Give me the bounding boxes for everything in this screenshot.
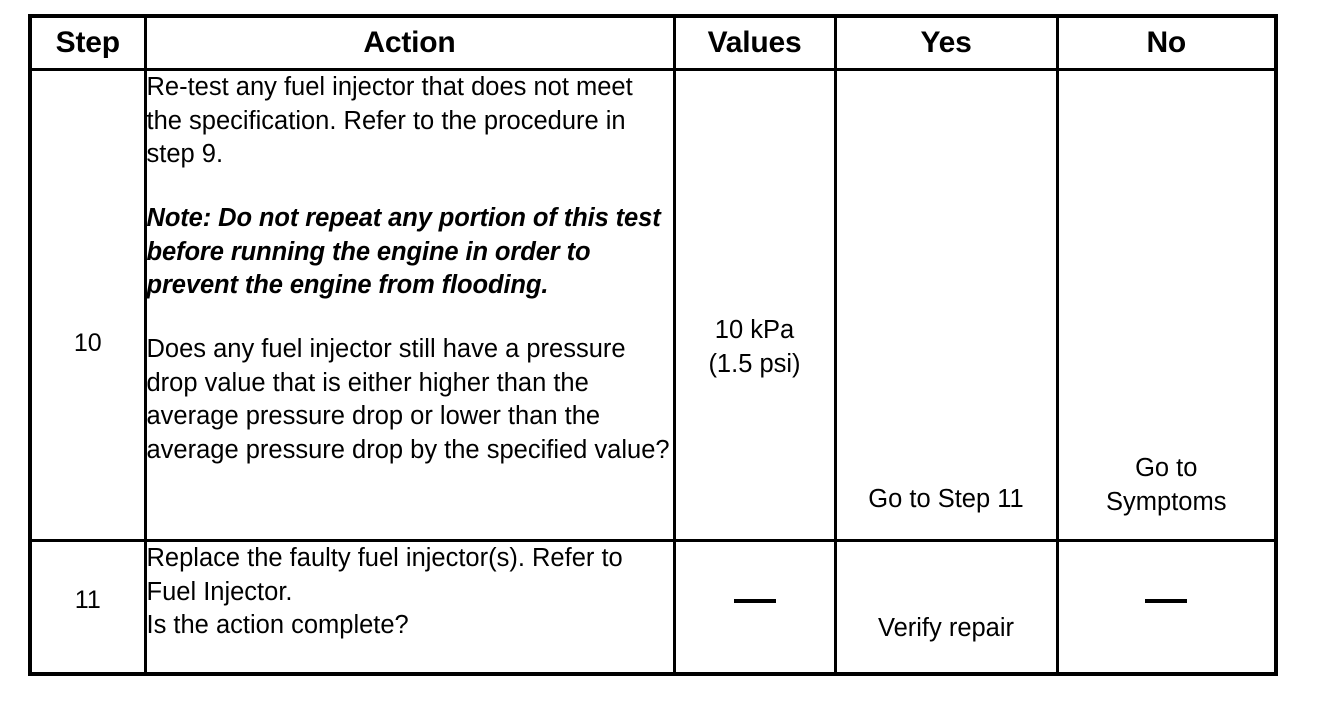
- cell-no: [1055, 539, 1278, 676]
- paragraph-spacer: [147, 172, 673, 202]
- no-action-group: Go to Symptoms: [1059, 451, 1275, 520]
- cell-step-number: 10: [28, 68, 147, 542]
- no-action-line-2: Symptoms: [1106, 488, 1227, 517]
- table-header-row: Step Action Values Yes No: [28, 14, 1278, 71]
- values-empty-marker: [676, 584, 834, 617]
- cell-values: [672, 539, 837, 676]
- action-note: Note: Do not repeat any portion of this …: [146, 203, 661, 300]
- cell-no: Go to Symptoms: [1055, 68, 1278, 542]
- cell-yes: Verify repair: [833, 539, 1059, 676]
- value-metric: 10 kPa: [714, 316, 795, 344]
- column-header-yes: Yes: [833, 14, 1059, 71]
- column-header-action: Action: [143, 14, 676, 71]
- table-row: 10 Re-test any fuel injector that does n…: [28, 68, 1278, 542]
- cell-action: Replace the faulty fuel injector(s). Ref…: [143, 539, 676, 676]
- step-number: 10: [73, 329, 102, 357]
- action-question: Does any fuel injector still have a pres…: [146, 334, 670, 464]
- cell-yes: Go to Step 11: [833, 68, 1059, 542]
- step-number: 11: [74, 586, 101, 614]
- em-dash-icon: [1145, 599, 1188, 604]
- yes-action: Verify repair: [877, 614, 1015, 642]
- diagnostic-steps-table: Step Action Values Yes No 10 Re-test any…: [28, 14, 1278, 676]
- column-header-no: No: [1055, 14, 1278, 71]
- column-header-step: Step: [28, 14, 147, 71]
- cell-values: 10 kPa (1.5 psi): [672, 68, 837, 542]
- values-group: 10 kPa (1.5 psi): [676, 313, 834, 382]
- em-dash-icon: [733, 599, 776, 604]
- cell-action: Re-test any fuel injector that does not …: [143, 68, 676, 542]
- no-empty-marker: [1059, 584, 1275, 617]
- value-imperial: (1.5 psi): [708, 350, 801, 379]
- no-action-line-1: Go to: [1135, 454, 1198, 482]
- action-instruction: Replace the faulty fuel injector(s). Ref…: [146, 544, 623, 606]
- yes-action: Go to Step 11: [868, 485, 1024, 513]
- cell-step-number: 11: [28, 539, 147, 676]
- action-question: Is the action complete?: [146, 611, 409, 640]
- action-paragraph-primary: Re-test any fuel injector that does not …: [146, 73, 633, 169]
- table-row: 11 Replace the faulty fuel injector(s). …: [28, 539, 1278, 676]
- paragraph-spacer: [147, 303, 673, 333]
- column-header-values: Values: [672, 14, 837, 71]
